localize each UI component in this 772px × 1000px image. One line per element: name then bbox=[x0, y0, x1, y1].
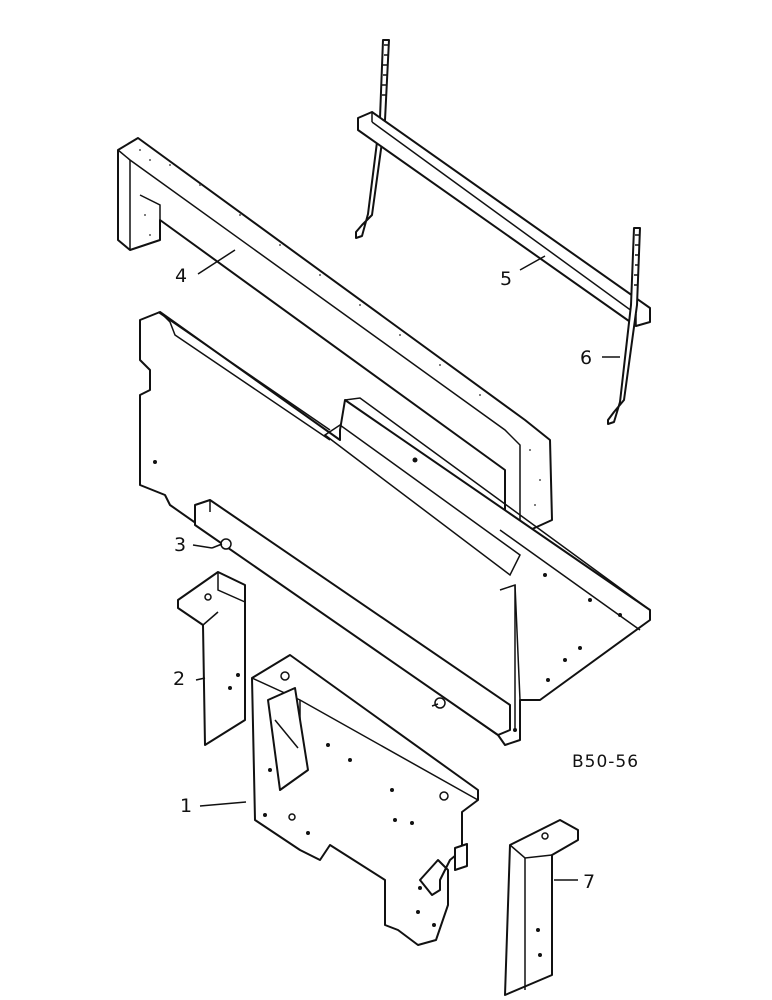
battery-tray bbox=[139, 311, 651, 746]
callout-4: 4 bbox=[175, 265, 187, 287]
callout-7: 7 bbox=[583, 871, 595, 893]
hold-down-bar-assembly bbox=[355, 39, 651, 425]
callout-1: 1 bbox=[180, 795, 192, 817]
mounting-plate bbox=[251, 654, 479, 946]
foam-texture bbox=[139, 149, 541, 506]
left-bracket bbox=[177, 571, 246, 746]
callout-2: 2 bbox=[173, 668, 185, 690]
callout-5: 5 bbox=[500, 268, 512, 290]
right-hook-rod bbox=[607, 227, 641, 425]
callout-3: 3 bbox=[174, 534, 186, 556]
callout-leaders bbox=[192, 249, 620, 881]
figure-code: B50-56 bbox=[572, 752, 639, 772]
right-bracket bbox=[504, 819, 579, 996]
callout-6: 6 bbox=[580, 347, 592, 369]
bolt bbox=[211, 538, 446, 709]
